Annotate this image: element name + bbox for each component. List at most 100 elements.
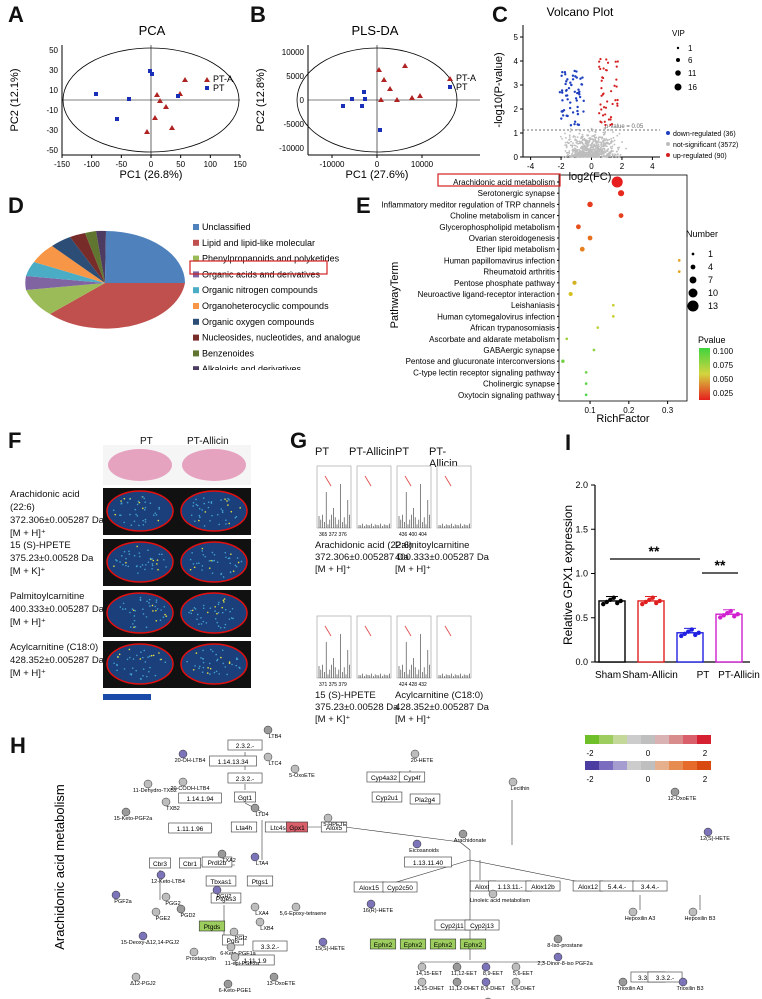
pathway-enzyme-label: Alox5 [326,825,343,832]
msi-speck [114,513,117,516]
msi-speck [210,502,213,504]
volcano-point-up [600,79,603,82]
volcano-point-ns [591,138,594,141]
pca-legend-pta: PT-A [213,74,233,84]
volcano-point-down [564,94,568,97]
volcano-point-ns [597,140,600,143]
volcano-point-up [599,67,602,71]
gpx1-dot [679,633,684,639]
msi-speck [120,500,122,502]
msi-speck [163,558,165,561]
pie-legend-swatch [193,334,199,341]
enrich-term: Pentose and glucuronate interconversions [406,357,555,366]
volcano-point-ns [586,147,588,149]
msi-speck [142,668,145,670]
gpx1-bar [715,613,743,663]
msi-speck [158,553,161,556]
volcano-point-ns [617,155,620,158]
gpx1-dot [686,629,691,634]
volcano-point-ns [584,147,587,150]
volcano-point-down [561,91,564,94]
enrich-bubble-point [617,190,625,197]
volcano-point-ns [568,150,571,152]
volcano-point-ns [603,132,606,135]
enrich-term: Neuroactive ligand-receptor interaction [418,290,555,299]
pathway-compound-node [511,977,521,987]
msi-speck [228,618,231,620]
volcano-point-down [582,110,585,113]
msi-speck [165,615,168,618]
volcano-point-ns [611,145,614,148]
volcano-point-ns [571,144,574,147]
msi-colorbar [103,694,151,700]
msi-speck [161,553,163,556]
msi-speck [202,661,205,664]
volcano-point-up [615,78,618,81]
msi-speck [133,554,136,557]
volcano-point-ns [601,137,603,140]
volcano-point-ns [589,153,592,156]
pathway-compound-label: Δ12-PGJ2 [130,981,155,987]
volcano-ytick: 4 [514,57,519,66]
msi-speck [216,612,218,615]
pathway-compound-node [250,902,260,912]
volcano-point-up [606,61,610,64]
volcano-point-ns [570,140,572,143]
volcano-point-ns [613,139,616,142]
pathway-compound-node [488,889,498,899]
number-legend-label: 1 [708,249,713,259]
pie-legend-label: Unclassified [202,222,251,232]
msi-speck [202,666,205,669]
volcano-point-ns [578,132,581,135]
msi-speck [191,609,194,612]
spectrum-pair: 424 428 432 [396,615,472,688]
volcano-point-ns [590,127,593,130]
pathway-compound-label: 8-Iso-prostane [547,943,582,949]
volcano-point-down [561,70,564,74]
volcano-point-ns [598,154,600,157]
volcano-point-ns [568,142,571,144]
pca-ytick: 10 [49,86,58,95]
pathway-enzyme-box [369,938,397,950]
enrich-term: Ovarian steroidogenesis [469,234,555,243]
volcano-point-ns [590,155,593,158]
volcano-point-ns [575,150,578,153]
msi-speck [202,620,205,623]
volcano-point-ns [588,156,591,158]
pathway-enzyme-box [632,880,668,892]
msi-speck [142,495,144,498]
pathway-enzyme-box [398,771,426,783]
msi-speck [213,559,216,562]
f-row-mass: 375.23±0.00528 Da [10,553,94,564]
volcano-point-ns [572,142,574,145]
scale-tick-b3: 2 [703,775,708,784]
volcano-point-down [576,109,579,113]
msi-speck [232,617,234,620]
volcano-point-ns [585,140,588,143]
enrich-xlabel: RichFactor [596,413,650,425]
pathway-compound-node [161,797,171,807]
volcano-point-ns [566,141,569,144]
volcano-point-ns [591,130,594,132]
volcano-point-ns [586,134,589,137]
g-label-mass: 372.306±0.005287 Da [315,552,409,563]
spectrum-ticks: 424 428 432 [399,682,427,688]
volcano-point-up [609,115,613,119]
msi-speck [220,499,222,501]
pie-legend-swatch [193,350,199,357]
vip-size-6: 6 [688,56,693,65]
volcano-point-ns [581,141,584,144]
pathway-compound-node [417,962,427,972]
pathway-enzyme-label: Alox8 [475,884,492,891]
pathway-enzyme-box [320,821,348,833]
volcano-point-down [573,69,576,73]
volcano-title: Volcano Plot [547,5,614,19]
pathway-compound-node [412,839,422,849]
msi-speck [227,497,229,500]
enrich-term: Inflammatory meditor regulation of TRP c… [381,200,555,209]
pathway-compound-node [481,962,491,972]
volcano-point-down [582,99,585,103]
msi-speck [157,519,160,522]
gpx1-ytick: 2.0 [575,480,588,490]
volcano-point-ns [603,151,606,154]
